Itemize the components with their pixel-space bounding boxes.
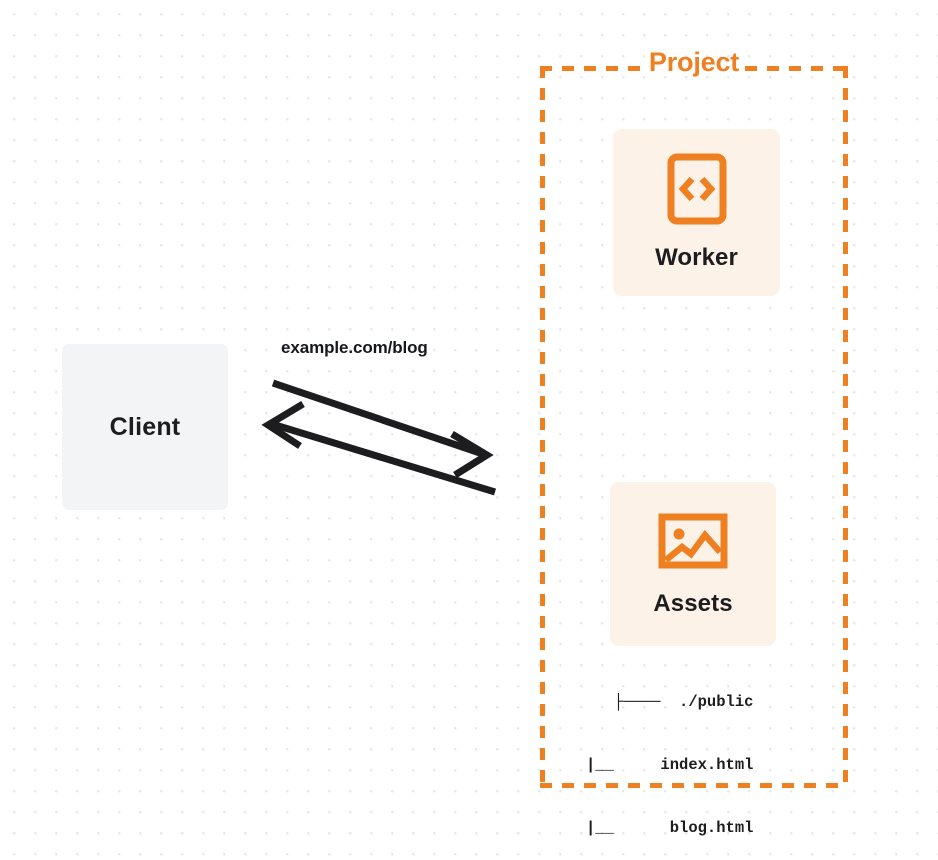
project-border-right bbox=[843, 66, 848, 788]
assets-file-tree: ├──── ./public |__ index.html |__ blog.h… bbox=[586, 650, 753, 860]
project-border-top-right bbox=[745, 66, 848, 71]
image-icon bbox=[658, 511, 728, 576]
project-border-bottom bbox=[540, 783, 848, 788]
worker-label: Worker bbox=[655, 244, 738, 271]
project-title: Project bbox=[648, 47, 740, 77]
code-brackets-icon bbox=[667, 153, 727, 230]
project-border-left bbox=[540, 66, 545, 788]
worker-node[interactable]: Worker bbox=[613, 129, 780, 296]
project-container: Project bbox=[540, 47, 848, 788]
file-tree-line: ├──── ./public bbox=[613, 693, 754, 711]
connection-url-label: example.com/blog bbox=[281, 338, 428, 357]
assets-node[interactable]: Assets bbox=[610, 482, 776, 646]
file-tree-line: |__ blog.html bbox=[586, 819, 754, 837]
response-arrow-icon bbox=[261, 400, 497, 496]
file-tree-line: |__ index.html bbox=[586, 756, 754, 774]
client-node[interactable]: Client bbox=[62, 344, 228, 510]
client-label: Client bbox=[109, 412, 181, 441]
assets-label: Assets bbox=[653, 589, 733, 617]
project-border-top-left bbox=[540, 66, 648, 71]
request-arrow-icon bbox=[271, 379, 494, 478]
